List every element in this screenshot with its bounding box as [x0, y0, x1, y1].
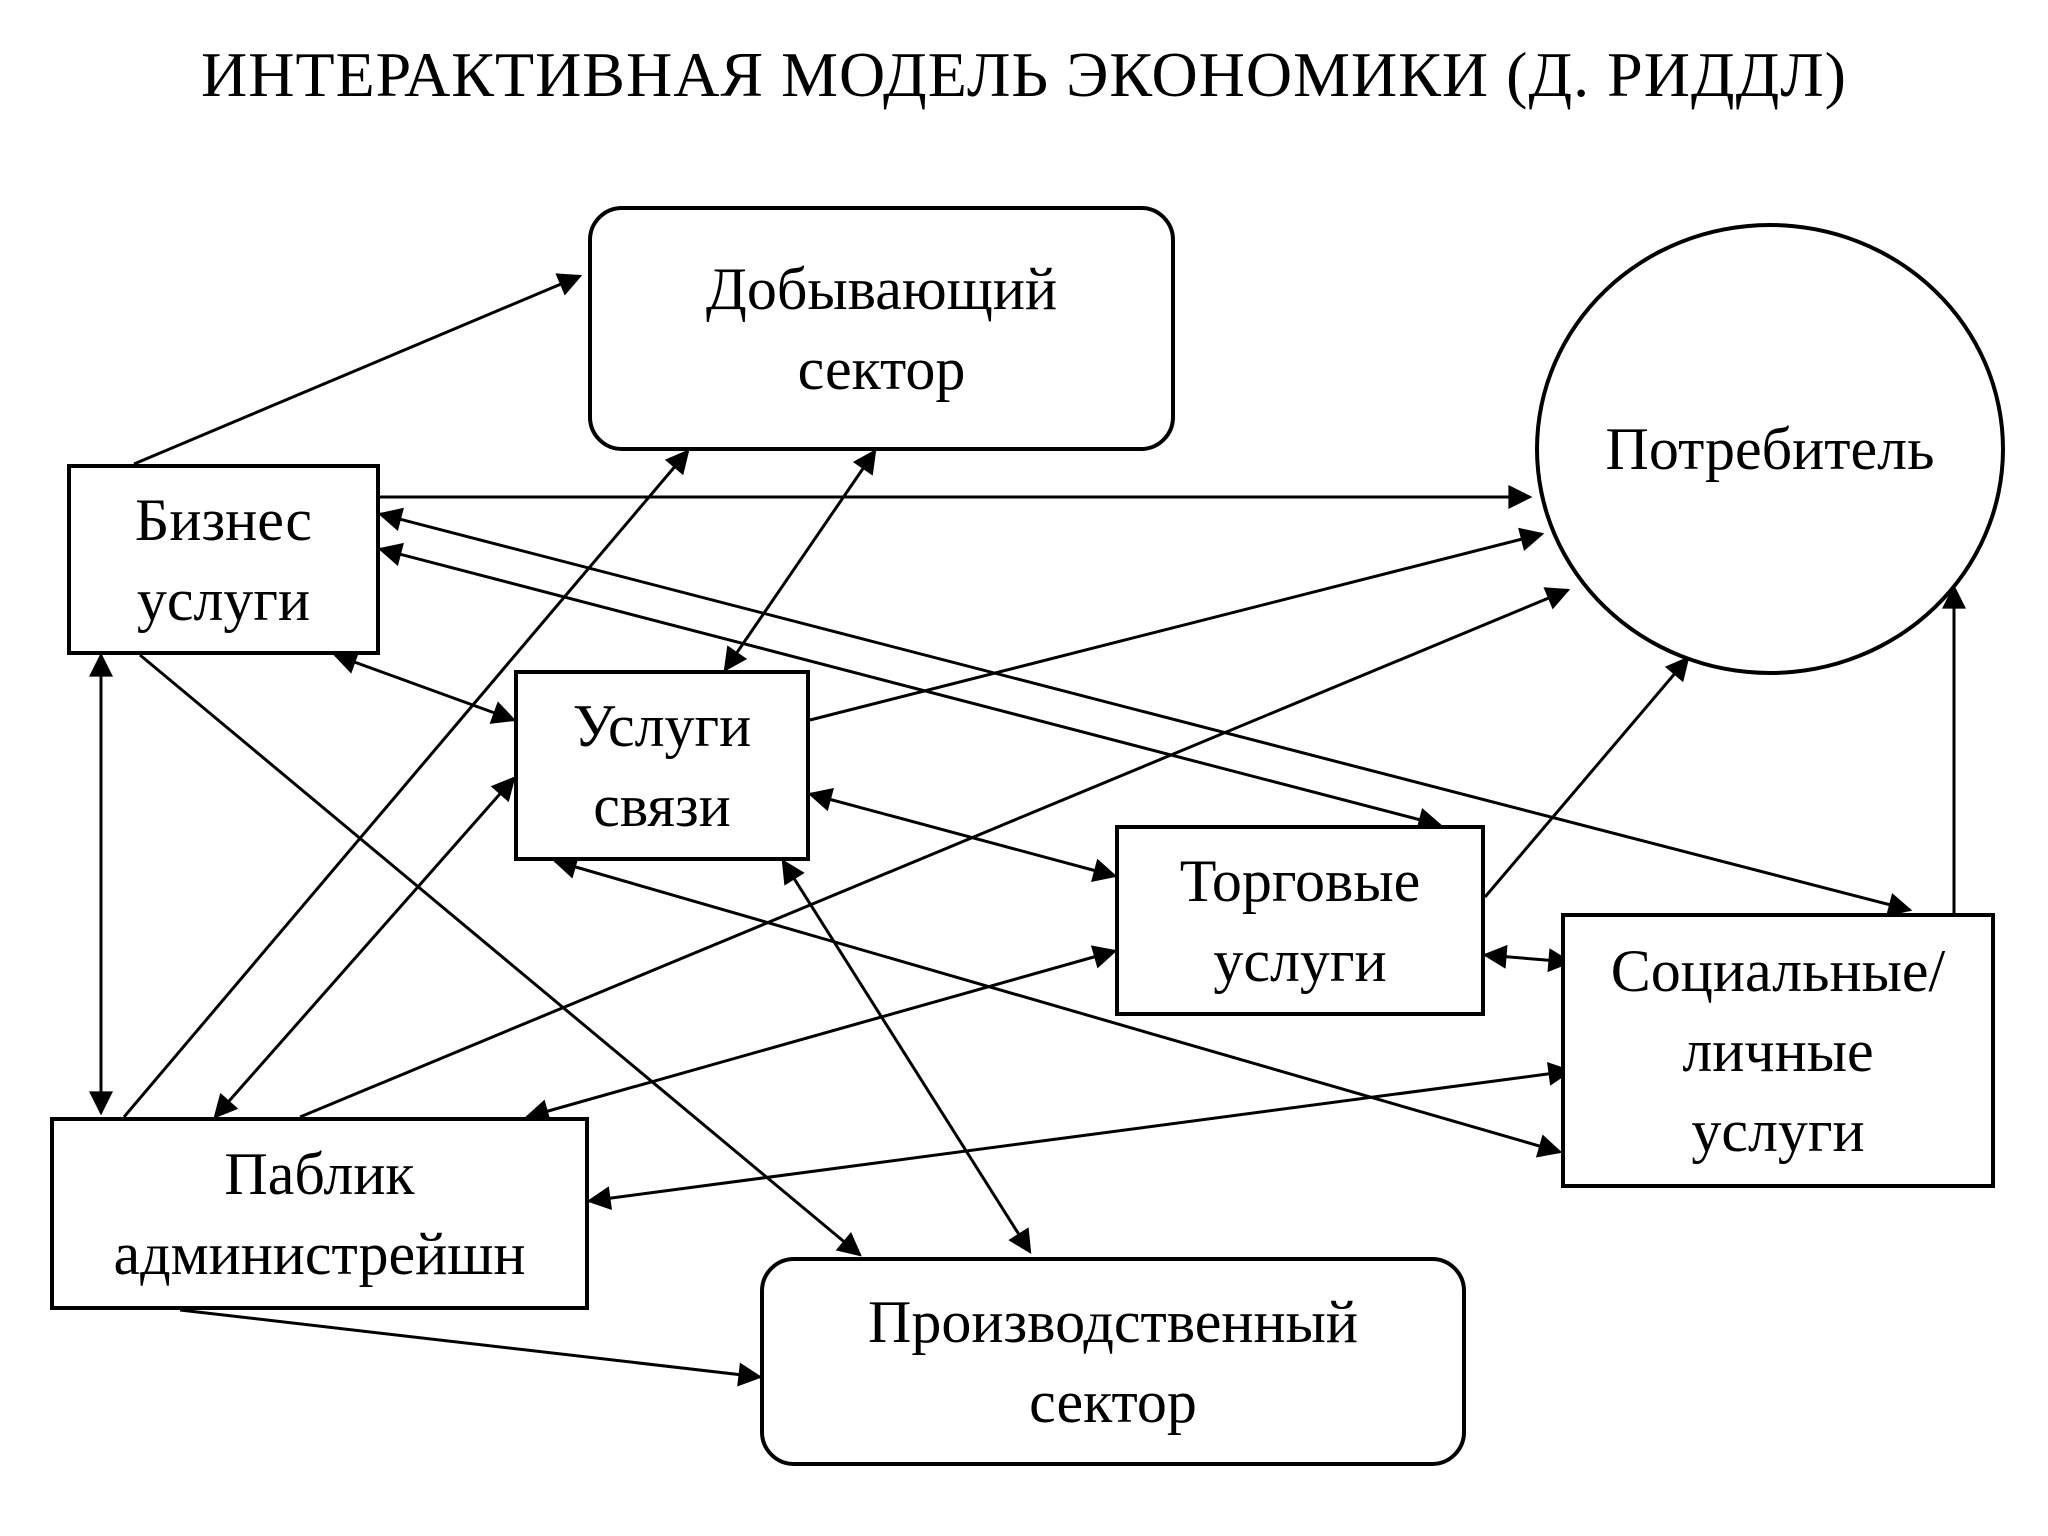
node-social-label-2: личные	[1682, 1017, 1874, 1084]
edge-public-consumer	[299, 587, 1571, 1119]
edge-trade-consumer	[1483, 656, 1690, 898]
node-consumer: Потребитель	[1535, 223, 2005, 675]
node-public-administration: Паблик администрейшн	[50, 1117, 589, 1310]
node-manufacturing-label-1: Производственный	[868, 1288, 1358, 1355]
node-social-label-3: услуги	[1691, 1097, 1865, 1164]
edge-public-trade	[524, 945, 1118, 1123]
node-business-label-2: услуги	[136, 566, 311, 633]
edge-communication-consumer	[809, 527, 1545, 722]
node-trade-label-2: услуги	[1213, 927, 1387, 994]
node-public-label-2: администрейшн	[113, 1220, 526, 1287]
node-business-label-1: Бизнес	[134, 486, 313, 553]
edge-public-social	[586, 1061, 1573, 1211]
edge-business-communication	[332, 651, 517, 724]
edge-trade-social	[1482, 944, 1573, 973]
node-mining-sector: Добывающий сектор	[588, 206, 1175, 451]
node-social-label-1: Социальные/	[1610, 937, 1946, 1004]
node-communication-label-1: Услуги	[572, 692, 752, 759]
edge-public-communication	[213, 776, 516, 1119]
node-mining-label-2: сектор	[797, 335, 966, 402]
edge-business-mining	[133, 273, 583, 466]
node-public-label-1: Паблик	[224, 1140, 415, 1207]
node-communication-label-2: связи	[593, 772, 731, 839]
node-business-services: Бизнес услуги	[67, 464, 380, 655]
edge-communication-trade	[807, 788, 1118, 882]
node-mining-label-1: Добывающий	[705, 255, 1058, 322]
edge-business-trade	[377, 542, 1443, 832]
edge-mining-communication	[723, 449, 877, 672]
node-trade-services: Торговые услуги	[1115, 825, 1485, 1016]
node-social-personal-services: Социальные/ личные услуги	[1561, 913, 1995, 1188]
node-trade-label-1: Торговые	[1179, 847, 1421, 914]
node-communication-services: Услуги связи	[514, 670, 810, 861]
node-manufacturing-label-2: сектор	[1029, 1368, 1197, 1435]
page-title: ИНТЕРАКТИВНАЯ МОДЕЛЬ ЭКОНОМИКИ (Д. РИДДЛ…	[201, 39, 1847, 110]
edge-public-manufacturing	[179, 1308, 763, 1387]
node-manufacturing-sector: Производственный сектор	[760, 1257, 1466, 1466]
node-consumer-label: Потребитель	[1605, 416, 1935, 482]
edge-communication-manufacturing	[781, 858, 1032, 1255]
